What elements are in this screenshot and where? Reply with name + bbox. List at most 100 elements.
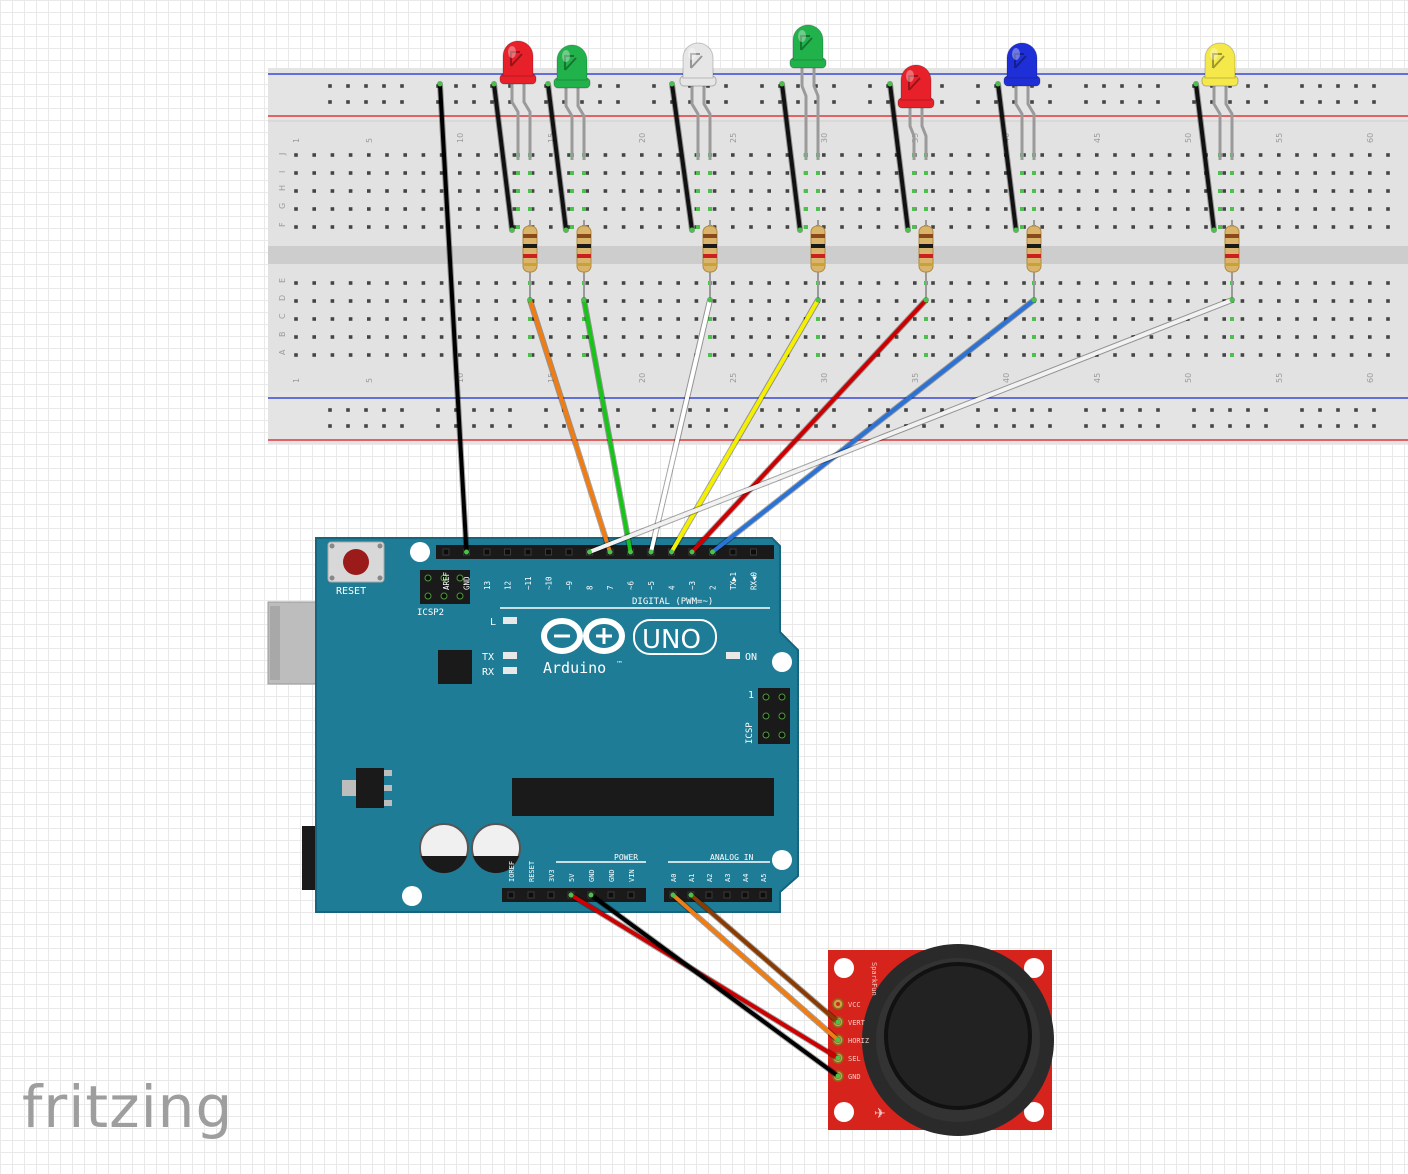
capacitor-2	[471, 823, 521, 874]
wire-pin-6[interactable]	[581, 297, 634, 555]
bb-column-number: 30	[820, 133, 829, 143]
icsp2-header	[420, 570, 470, 604]
atmega-chip	[512, 778, 774, 816]
ground-jumper-wire[interactable]	[545, 81, 569, 233]
analog-pin[interactable]	[723, 891, 731, 899]
bb-row-letter: G	[278, 203, 287, 209]
digital-pin[interactable]	[442, 548, 450, 556]
led-white[interactable]	[679, 42, 717, 160]
led-l	[503, 617, 517, 624]
bb-row-letter: H	[278, 185, 287, 191]
wire-pin-3[interactable]	[689, 297, 929, 555]
bb-column-number: 20	[638, 373, 647, 383]
power-pin-label: GND	[588, 869, 596, 882]
bb-column-number: 25	[729, 373, 738, 383]
resistor[interactable]	[810, 220, 826, 300]
wire-pin-5[interactable]	[648, 297, 713, 555]
bb-column-number: 40	[1002, 373, 1011, 383]
power-pin[interactable]	[507, 891, 515, 899]
wire-pin-7[interactable]	[527, 297, 613, 555]
digital-pin-label: ~6	[627, 580, 636, 590]
power-pin-label: IOREF	[508, 861, 516, 882]
analog-pin[interactable]	[759, 891, 767, 899]
digital-pin[interactable]	[545, 548, 552, 556]
joystick-pin-label: VERT	[848, 1019, 866, 1027]
capacitor-1	[419, 823, 469, 874]
bb-row-letter: J	[278, 153, 287, 156]
digital-pin-label: 2	[709, 585, 718, 590]
bb-column-number: 55	[1275, 133, 1284, 143]
trademark: ™	[616, 660, 623, 668]
resistor[interactable]	[1026, 220, 1042, 300]
digital-pin-label: ~9	[565, 581, 574, 590]
resistor[interactable]	[576, 220, 592, 300]
digital-pin[interactable]	[504, 548, 511, 556]
wire-pin-2[interactable]	[709, 297, 1037, 555]
bb-column-number: 45	[1093, 373, 1102, 383]
joystick-pin-label: GND	[848, 1073, 861, 1081]
ground-jumper-wire[interactable]	[491, 81, 515, 233]
bb-row-letter: F	[278, 222, 287, 227]
digital-pin[interactable]	[729, 548, 737, 556]
joystick-wire-gnd[interactable]	[588, 892, 841, 1079]
bb-column-number: 30	[820, 373, 829, 383]
analog-pin-label: A4	[742, 874, 750, 882]
bb-row-letter: I	[278, 171, 287, 173]
usb-chip	[438, 650, 472, 684]
digital-pin[interactable]	[524, 548, 532, 556]
digital-pin-label: ~5	[647, 581, 656, 590]
bb-row-letter: C	[278, 313, 287, 319]
digital-pin[interactable]	[483, 548, 491, 556]
bb-column-number: 35	[911, 373, 920, 383]
led-tx	[503, 652, 517, 659]
power-pin[interactable]	[527, 891, 535, 899]
analog-pin-label: A1	[688, 874, 696, 882]
led-green[interactable]	[789, 24, 827, 160]
digital-pin[interactable]	[750, 548, 757, 556]
svg-text:✈: ✈	[874, 1106, 886, 1122]
led-red[interactable]	[897, 64, 935, 160]
digital-pin-label: 7	[606, 585, 615, 590]
digital-pin-label: ~10	[545, 576, 554, 590]
led-on	[726, 652, 740, 659]
power-label: POWER	[614, 853, 638, 862]
icsp-label: ICSP	[745, 722, 755, 744]
bb-column-number: 5	[365, 378, 374, 383]
resistor[interactable]	[522, 220, 538, 300]
led-blue[interactable]	[1003, 42, 1041, 160]
analog-pin[interactable]	[705, 891, 713, 899]
brand-label: Arduino	[543, 659, 606, 677]
bb-column-number: 15	[547, 133, 556, 143]
resistor[interactable]	[702, 220, 718, 300]
ground-jumper-wire[interactable]	[995, 81, 1019, 233]
ground-jumper-wire[interactable]	[1193, 81, 1217, 233]
wire-gnd[interactable]	[437, 81, 470, 555]
power-pin[interactable]	[607, 891, 615, 899]
icsp-header	[758, 688, 790, 744]
led-yellow[interactable]	[1201, 42, 1239, 160]
led-red[interactable]	[499, 40, 537, 160]
joystick-wire-vert[interactable]	[688, 892, 841, 1025]
digital-pin[interactable]	[565, 548, 573, 556]
joystick-pin-label: SEL	[848, 1055, 861, 1063]
bb-row-letter: E	[278, 278, 287, 283]
resistor[interactable]	[1224, 220, 1240, 300]
ground-jumper-wire[interactable]	[779, 81, 803, 233]
power-pin[interactable]	[547, 891, 555, 899]
icsp-pin1: 1	[748, 690, 754, 701]
analog-pin-label: A0	[670, 874, 678, 882]
joystick-pin-label: HORIZ	[848, 1037, 869, 1045]
resistor[interactable]	[918, 220, 934, 300]
analog-pin[interactable]	[741, 891, 749, 899]
ground-jumper-wire[interactable]	[669, 81, 695, 233]
power-pin[interactable]	[627, 891, 635, 899]
joystick-wire-horiz[interactable]	[670, 892, 841, 1043]
joystick-knob[interactable]	[884, 962, 1032, 1110]
bb-column-number: 1	[292, 138, 301, 143]
ground-jumper-wire[interactable]	[887, 81, 911, 233]
wire-pin-8[interactable]	[586, 297, 1235, 555]
led-green[interactable]	[553, 44, 591, 160]
